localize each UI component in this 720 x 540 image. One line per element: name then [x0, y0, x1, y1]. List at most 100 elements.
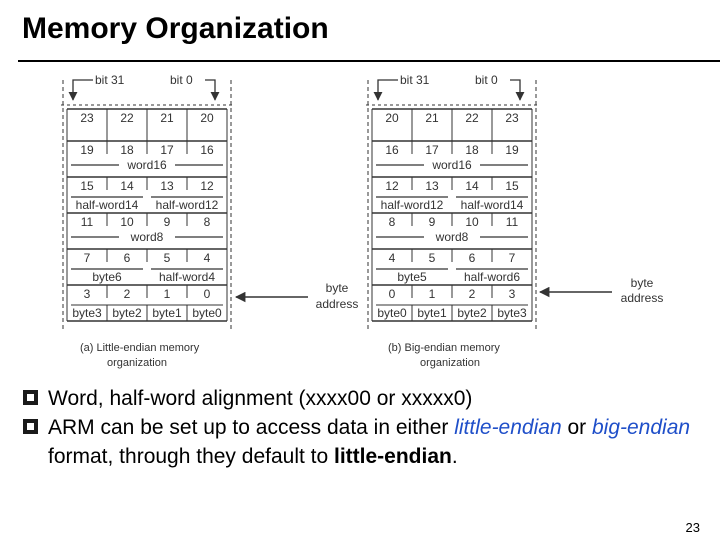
slide-title: Memory Organization — [22, 12, 329, 45]
little-endian-byte-number: 14 — [120, 179, 134, 193]
bullet-item-alignment: Word, half-word alignment (xxxx00 or xxx… — [22, 384, 712, 413]
little-endian-byte-number: 22 — [120, 111, 134, 125]
big-endian-byte-number: 19 — [505, 143, 519, 157]
big-endian-half-label-left: byte5 — [397, 270, 427, 284]
little-endian-byte-number: 6 — [124, 251, 131, 265]
little-endian-byte-number: 21 — [160, 111, 174, 125]
right-byte-address-label-line1: byte — [631, 276, 654, 290]
little-endian-byte-number: 23 — [80, 111, 94, 125]
big-endian-byte-number: 23 — [505, 111, 519, 125]
big-endian-bit-31-arrow — [373, 79, 398, 101]
little-endian-half-label-right: half-word4 — [159, 270, 215, 284]
big-endian-byte-number: 10 — [465, 215, 479, 229]
big-endian-byte-label: byte0 — [377, 306, 407, 320]
big-endian-byte-label: byte2 — [457, 306, 487, 320]
big-endian-byte-number: 8 — [389, 215, 396, 229]
page-number: 23 — [685, 520, 700, 535]
little-endian-bit-31-label: bit 31 — [95, 73, 125, 87]
little-endian-word-label: word16 — [126, 158, 167, 172]
big-endian-byte-number: 11 — [506, 215, 519, 229]
little-endian-emphasis: little-endian — [454, 416, 562, 439]
little-endian-caption-line2: organization — [107, 357, 167, 369]
big-endian-word-label: word16 — [431, 158, 472, 172]
little-endian-byte-label: byte0 — [192, 306, 222, 320]
little-endian-bit-0-arrow — [205, 79, 220, 101]
little-endian-byte-number: 13 — [160, 179, 174, 193]
big-endian-byte-number: 22 — [465, 111, 479, 125]
big-endian-byte-number: 2 — [469, 287, 476, 301]
big-endian-bit-0-label: bit 0 — [475, 73, 498, 87]
little-endian-byte-number: 18 — [120, 143, 134, 157]
little-endian-half-label-left: byte6 — [92, 270, 122, 284]
bullet-endianness-text-3: format, through they default to — [48, 445, 335, 468]
little-endian-byte-label: byte3 — [72, 306, 102, 320]
big-endian-byte-number: 17 — [425, 143, 439, 157]
big-endian-byte-label: byte1 — [417, 306, 447, 320]
big-endian-byte-number: 1 — [429, 287, 436, 301]
little-endian-byte-number: 9 — [164, 215, 171, 229]
big-endian-byte-number: 13 — [425, 179, 439, 193]
little-endian-byte-number: 16 — [200, 143, 214, 157]
big-endian-byte-number: 6 — [469, 251, 476, 265]
little-endian-caption-line1: (a) Little-endian memory — [80, 342, 200, 354]
big-endian-byte-number: 7 — [509, 251, 516, 265]
bullet-endianness-text-1: ARM can be set up to access data in eith… — [48, 416, 455, 439]
big-endian-half-label-right: half-word14 — [461, 198, 524, 212]
right-byte-address-label-line2: address — [621, 291, 664, 305]
big-endian-byte-number: 14 — [465, 179, 479, 193]
big-endian-byte-number: 0 — [389, 287, 396, 301]
little-endian-half-label-left: half-word14 — [76, 198, 139, 212]
big-endian-byte-number: 15 — [505, 179, 519, 193]
little-endian-byte-number: 1 — [164, 287, 171, 301]
little-endian-bit-31-arrow — [68, 79, 93, 101]
bullet-endianness-end: . — [451, 445, 458, 468]
bullet-box-icon — [23, 419, 38, 434]
little-endian-byte-label: byte2 — [112, 306, 142, 320]
title-divider — [18, 60, 720, 62]
left-byte-address-label-line1: byte — [326, 281, 349, 295]
little-endian-byte-number: 19 — [80, 143, 94, 157]
little-endian-byte-number: 7 — [84, 251, 91, 265]
bullet-list: Word, half-word alignment (xxxx00 or xxx… — [22, 384, 712, 471]
big-endian-byte-number: 16 — [385, 143, 399, 157]
big-endian-byte-number: 5 — [429, 251, 436, 265]
big-endian-word-label: word8 — [435, 230, 469, 244]
big-endian-bit-0-arrow — [510, 79, 525, 101]
bullet-alignment-text: Word, half-word alignment (xxxx00 or xxx… — [48, 387, 473, 410]
little-endian-byte-number: 8 — [204, 215, 211, 229]
little-endian-byte-number: 4 — [204, 251, 211, 265]
little-endian-byte-number: 20 — [200, 111, 214, 125]
little-endian-byte-number: 10 — [120, 215, 134, 229]
default-little-endian-bold: little-endian — [334, 445, 452, 468]
little-endian-word-label: word8 — [130, 230, 164, 244]
little-endian-byte-number: 15 — [80, 179, 94, 193]
big-endian-byte-number: 18 — [465, 143, 479, 157]
big-endian-byte-label: byte3 — [497, 306, 527, 320]
little-endian-half-label-right: half-word12 — [156, 198, 219, 212]
big-endian-caption-line1: (b) Big-endian memory — [388, 342, 500, 354]
little-endian-byte-number: 0 — [204, 287, 211, 301]
big-endian-half-label-right: half-word6 — [464, 270, 520, 284]
little-endian-byte-number: 12 — [200, 179, 214, 193]
bullet-item-endianness: ARM can be set up to access data in eith… — [22, 413, 712, 471]
big-endian-emphasis: big-endian — [591, 416, 691, 439]
little-endian-byte-number: 5 — [164, 251, 171, 265]
big-endian-byte-number: 3 — [509, 287, 516, 301]
little-endian-byte-number: 11 — [81, 215, 94, 229]
big-endian-byte-number: 12 — [385, 179, 399, 193]
big-endian-bit-31-label: bit 31 — [400, 73, 430, 87]
little-endian-byte-number: 2 — [124, 287, 131, 301]
big-endian-caption-line2: organization — [420, 357, 480, 369]
little-endian-bit-0-label: bit 0 — [170, 73, 193, 87]
big-endian-byte-number: 20 — [385, 111, 399, 125]
big-endian-byte-number: 4 — [389, 251, 396, 265]
little-endian-byte-label: byte1 — [152, 306, 182, 320]
left-byte-address-label-line2: address — [316, 297, 359, 311]
little-endian-byte-number: 3 — [84, 287, 91, 301]
big-endian-byte-number: 21 — [425, 111, 439, 125]
little-endian-byte-number: 17 — [160, 143, 174, 157]
bullet-box-icon — [23, 390, 38, 405]
